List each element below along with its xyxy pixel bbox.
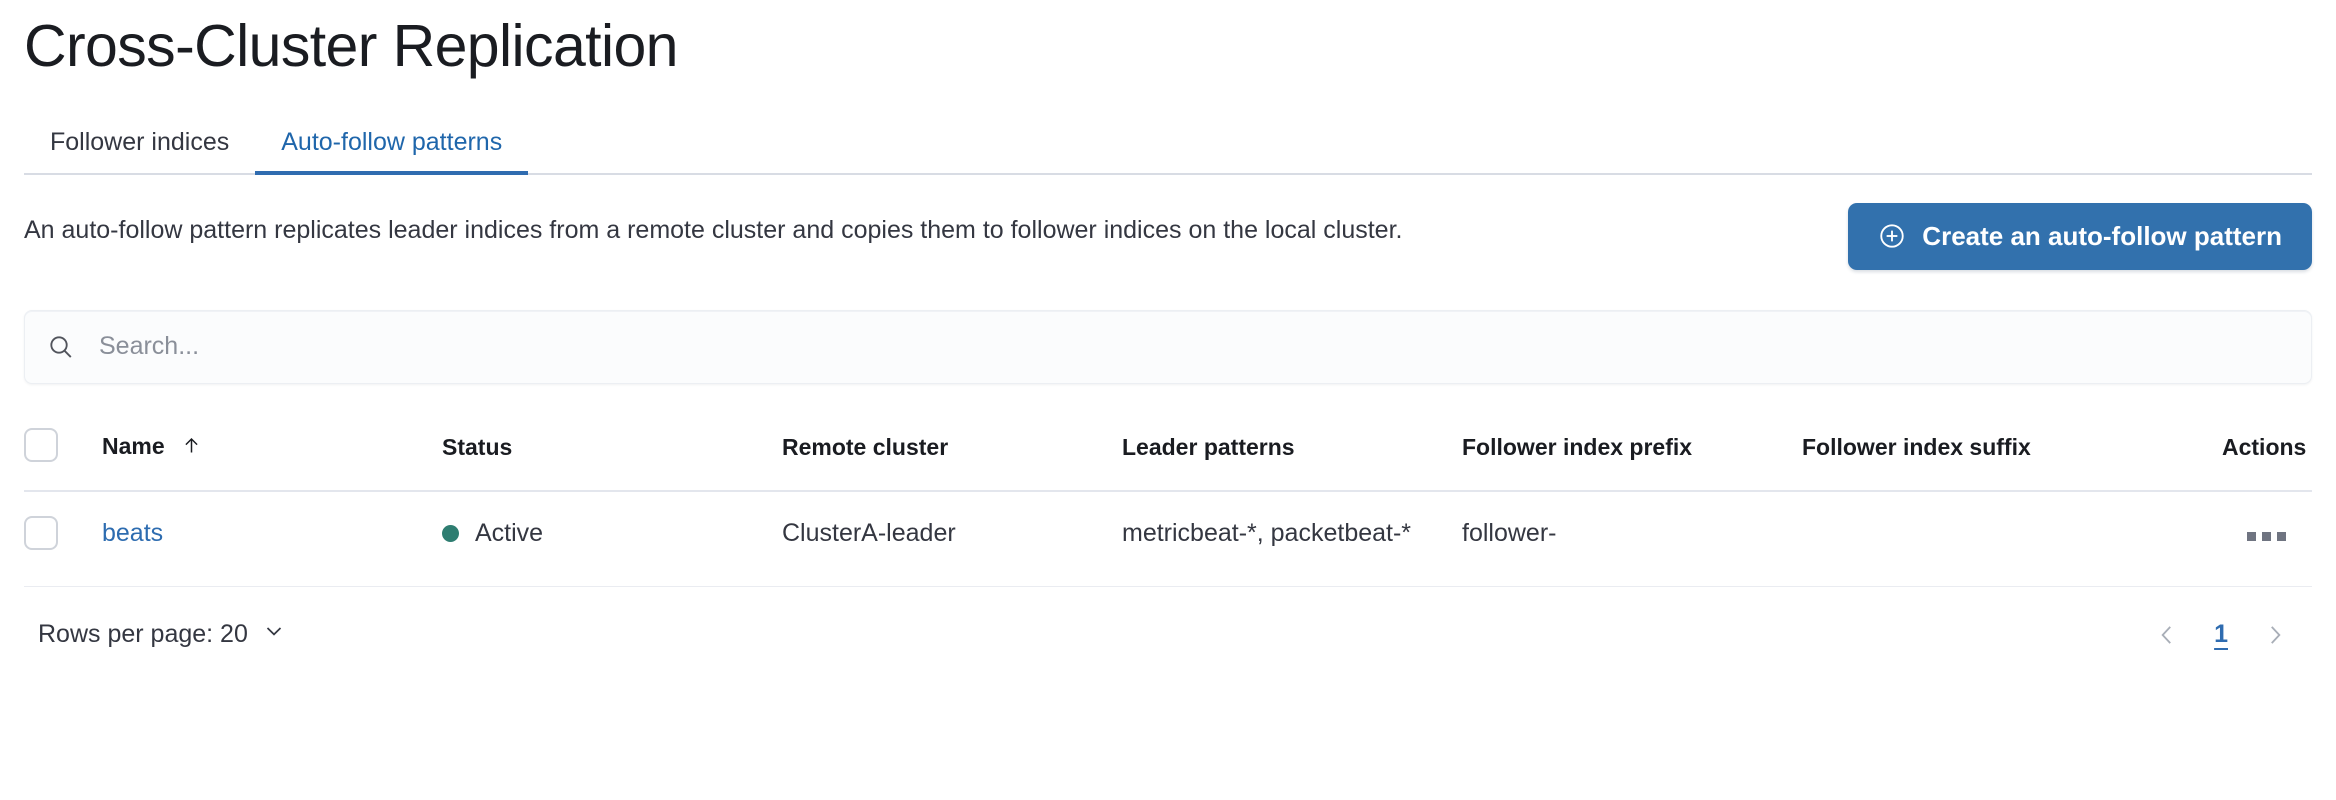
auto-follow-patterns-table: Name Status Remote cluster Leader patter…	[24, 411, 2312, 588]
create-auto-follow-pattern-button[interactable]: Create an auto-follow pattern	[1848, 202, 2312, 270]
table-body: beats Active ClusterA-leader metricbeat-…	[24, 490, 2312, 588]
intro-section: An auto-follow pattern replicates leader…	[24, 202, 2312, 270]
tabs-bar: Follower indices Auto-follow patterns	[24, 109, 2312, 175]
arrow-up-icon	[181, 435, 202, 462]
plus-in-circle-icon	[1878, 222, 1906, 250]
search-bar[interactable]	[24, 309, 2312, 384]
column-header-leader-patterns[interactable]: Leader patterns	[1122, 411, 1462, 492]
chevron-left-icon[interactable]	[2154, 622, 2180, 648]
column-header-actions: Actions	[2222, 411, 2312, 492]
column-header-status[interactable]: Status	[442, 411, 782, 492]
row-checkbox[interactable]	[24, 515, 58, 550]
column-header-follower-index-suffix[interactable]: Follower index suffix	[1802, 411, 2222, 492]
status-dot-icon	[442, 525, 459, 543]
ellipsis-horizontal-icon[interactable]	[2241, 526, 2292, 547]
search-icon	[47, 333, 75, 361]
row-name-cell: beats	[102, 490, 442, 588]
intro-description: An auto-follow pattern replicates leader…	[24, 215, 1403, 244]
pagination-page-1[interactable]: 1	[2214, 620, 2228, 649]
column-header-name-label: Name	[102, 433, 165, 460]
chevron-down-icon	[262, 619, 286, 650]
rows-per-page-label: Rows per page: 20	[38, 620, 248, 649]
row-select-cell	[24, 490, 102, 588]
row-leader-patterns-cell: metricbeat-*, packetbeat-*	[1122, 490, 1462, 588]
table-header-row: Name Status Remote cluster Leader patter…	[24, 411, 2312, 492]
status-label: Active	[475, 518, 544, 547]
row-remote-cluster-cell: ClusterA-leader	[782, 490, 1122, 588]
rows-per-page-select[interactable]: Rows per page: 20	[38, 619, 286, 650]
row-status-cell: Active	[442, 490, 782, 588]
row-follower-index-prefix-cell: follower-	[1462, 490, 1802, 588]
column-header-name[interactable]: Name	[102, 411, 442, 492]
table-row: beats Active ClusterA-leader metricbeat-…	[24, 490, 2312, 588]
column-header-remote-cluster[interactable]: Remote cluster	[782, 411, 1122, 492]
chevron-right-icon[interactable]	[2262, 622, 2288, 648]
column-header-follower-index-prefix[interactable]: Follower index prefix	[1462, 411, 1802, 492]
table-footer: Rows per page: 20 1	[24, 619, 2312, 650]
auto-follow-pattern-link[interactable]: beats	[102, 518, 164, 547]
table-head: Name Status Remote cluster Leader patter…	[24, 411, 2312, 492]
tab-auto-follow-patterns[interactable]: Auto-follow patterns	[255, 129, 529, 175]
create-button-label: Create an auto-follow pattern	[1922, 220, 2282, 251]
tab-follower-indices[interactable]: Follower indices	[50, 127, 230, 156]
status-badge: Active	[442, 516, 782, 552]
pagination: 1	[2154, 620, 2302, 649]
page-title: Cross-Cluster Replication	[24, 13, 678, 79]
search-input[interactable]	[97, 331, 2289, 363]
row-follower-index-suffix-cell	[1802, 490, 2222, 588]
row-actions-cell	[2222, 490, 2312, 588]
select-all-header	[24, 411, 102, 492]
select-all-checkbox[interactable]	[24, 427, 58, 462]
